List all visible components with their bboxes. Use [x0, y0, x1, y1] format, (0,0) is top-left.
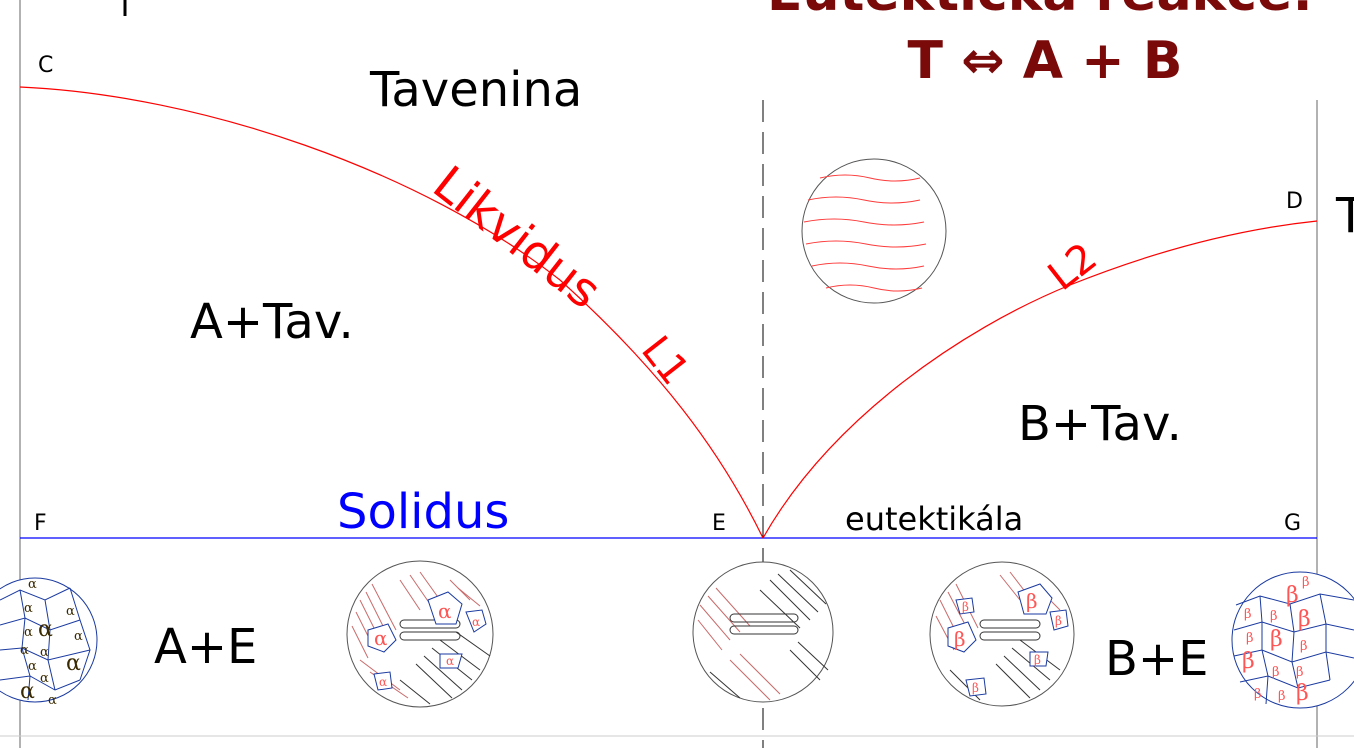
melt-flow-lines	[803, 174, 927, 292]
eutectic-label: eutektikála	[845, 500, 1023, 538]
region-b-e: B+E	[1105, 631, 1208, 687]
beta-symbol: β	[1302, 575, 1310, 590]
beta-symbol: β	[1242, 649, 1255, 674]
beta-symbol: β	[1034, 653, 1041, 667]
micrograph-hypereutectic: β β β β β β	[929, 561, 1075, 707]
alpha-symbol: α	[40, 645, 49, 660]
point-c: C	[38, 53, 53, 78]
region-a-melt: A+Tav.	[190, 294, 354, 350]
alpha-symbol: α	[48, 693, 57, 708]
alpha-symbol: α	[38, 617, 53, 642]
alpha-symbol: α	[438, 599, 452, 623]
point-f: F	[34, 511, 47, 536]
alpha-symbol: α	[446, 654, 454, 668]
solidus-label: Solidus	[337, 484, 509, 540]
beta-symbol: β	[1270, 609, 1278, 624]
alpha-symbol: α	[66, 604, 75, 619]
point-e: E	[712, 511, 726, 536]
micrograph-beta-grains: β β β β β β β β β β β β β β	[1231, 571, 1354, 709]
beta-symbol: β	[1026, 589, 1038, 613]
liquidus-line-l1	[19, 86, 764, 539]
liquidus-label: Likvidus	[423, 155, 612, 320]
point-d: D	[1286, 189, 1303, 214]
alpha-symbol: α	[40, 671, 49, 686]
alpha-symbol: α	[24, 601, 33, 616]
beta-symbol: β	[1298, 607, 1311, 632]
beta-symbol: β	[1300, 639, 1308, 654]
alpha-symbol: α	[20, 643, 29, 658]
micrograph-alpha-grains: α α α α α α α α α α α α α	[0, 577, 98, 708]
l1-label: L1	[632, 328, 698, 394]
beta-symbol: β	[1278, 689, 1286, 704]
beta-symbol: β	[1296, 681, 1309, 706]
micrograph-melt	[801, 158, 947, 304]
title-line2: T ⇔ A + B	[908, 31, 1183, 91]
liquidus-line-l2	[762, 220, 1318, 539]
beta-symbol: β	[1244, 607, 1252, 622]
alpha-symbol: α	[20, 679, 35, 704]
alpha-symbol: α	[28, 659, 37, 674]
region-melt: Tavenina	[369, 62, 582, 118]
beta-symbol: β	[962, 600, 969, 614]
beta-symbol: β	[954, 627, 966, 651]
region-b-melt: B+Tav.	[1018, 396, 1182, 452]
beta-symbol: β	[1296, 665, 1304, 680]
beta-symbol: β	[1055, 614, 1062, 628]
title-line1: Eutektická reakce:	[767, 0, 1313, 23]
beta-symbol: β	[1254, 687, 1262, 702]
micrograph-hypoeutectic: α α α α α	[346, 560, 494, 708]
alpha-symbol: α	[374, 626, 388, 650]
region-a-e: A+E	[154, 619, 257, 675]
alpha-symbol: α	[24, 625, 33, 640]
beta-symbol: β	[1270, 627, 1283, 652]
beta-symbol: β	[1286, 583, 1299, 608]
micrograph-eutectic	[692, 561, 834, 703]
l2-label: L2	[1040, 234, 1106, 300]
alpha-symbol: α	[472, 615, 480, 629]
beta-symbol: β	[1272, 665, 1280, 680]
alpha-symbol: α	[74, 629, 83, 644]
point-g: G	[1284, 511, 1301, 536]
beta-symbol: β	[1246, 631, 1254, 646]
beta-symbol: β	[972, 681, 979, 695]
alpha-symbol: α	[379, 675, 387, 689]
axis-label-t: T	[1335, 188, 1354, 244]
alpha-symbol: α	[28, 577, 37, 592]
alpha-symbol: α	[66, 651, 81, 676]
